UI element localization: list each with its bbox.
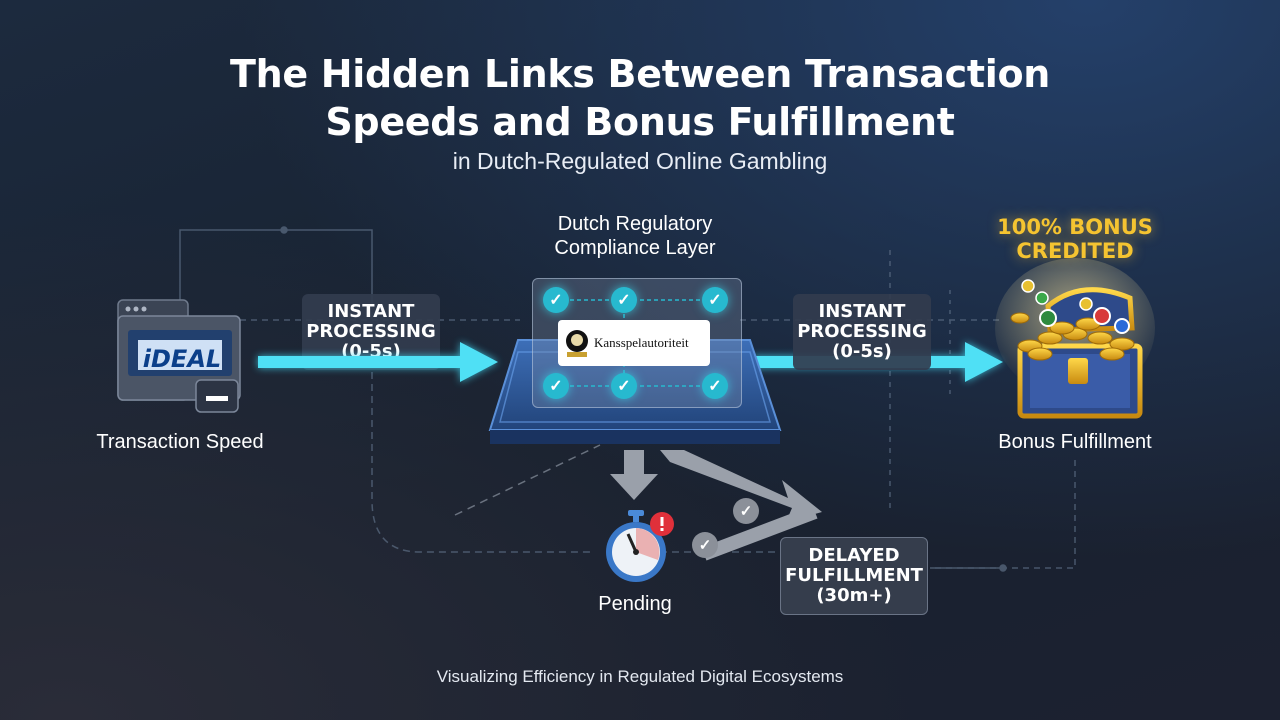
check-icon: ✓ bbox=[702, 373, 728, 399]
check-icon: ✓ bbox=[611, 287, 637, 313]
check-icon: ✓ bbox=[611, 373, 637, 399]
regulator-seal-icon bbox=[566, 330, 588, 357]
treasure-chest-icon bbox=[995, 258, 1155, 419]
title-line-1: The Hidden Links Between Transaction bbox=[229, 52, 1051, 96]
check-icon: ✓ bbox=[733, 498, 759, 524]
title-line-2: Speeds and Bonus Fulfillment bbox=[325, 100, 955, 144]
delayed-arrow bbox=[660, 450, 822, 561]
kansspelautoriteit-badge: Kansspelautoriteit bbox=[558, 320, 710, 366]
check-icon: ✓ bbox=[543, 287, 569, 313]
check-icon: ✓ bbox=[692, 532, 718, 558]
ideal-logo: iDEAL bbox=[142, 345, 222, 373]
stopwatch-icon bbox=[606, 510, 666, 582]
instant-processing-pill-right: INSTANT PROCESSING (0-5s) bbox=[793, 294, 931, 370]
ideal-window-icon bbox=[117, 299, 241, 413]
alert-icon bbox=[650, 512, 674, 536]
check-icon: ✓ bbox=[543, 373, 569, 399]
check-icon: ✓ bbox=[702, 287, 728, 313]
instant-arrow-left bbox=[258, 342, 498, 382]
bonus-fulfillment-label: Bonus Fulfillment bbox=[998, 431, 1152, 453]
compliance-layer-title: Dutch Regulatory Compliance Layer bbox=[554, 213, 716, 259]
pending-arrow bbox=[610, 450, 658, 500]
footer-caption: Visualizing Efficiency in Regulated Digi… bbox=[436, 667, 844, 686]
page-title: The Hidden Links Between Transaction Spe… bbox=[140, 50, 1140, 146]
pending-label: Pending bbox=[598, 593, 672, 615]
regulator-name: Kansspelautoriteit bbox=[594, 335, 689, 350]
page-subtitle: in Dutch-Regulated Online Gambling bbox=[452, 148, 828, 174]
transaction-speed-label: Transaction Speed bbox=[96, 431, 264, 453]
bonus-credited-badge: 100% BONUS CREDITED bbox=[997, 215, 1153, 263]
delayed-fulfillment-pill: DELAYED FULFILLMENT (30m+) bbox=[780, 537, 928, 615]
